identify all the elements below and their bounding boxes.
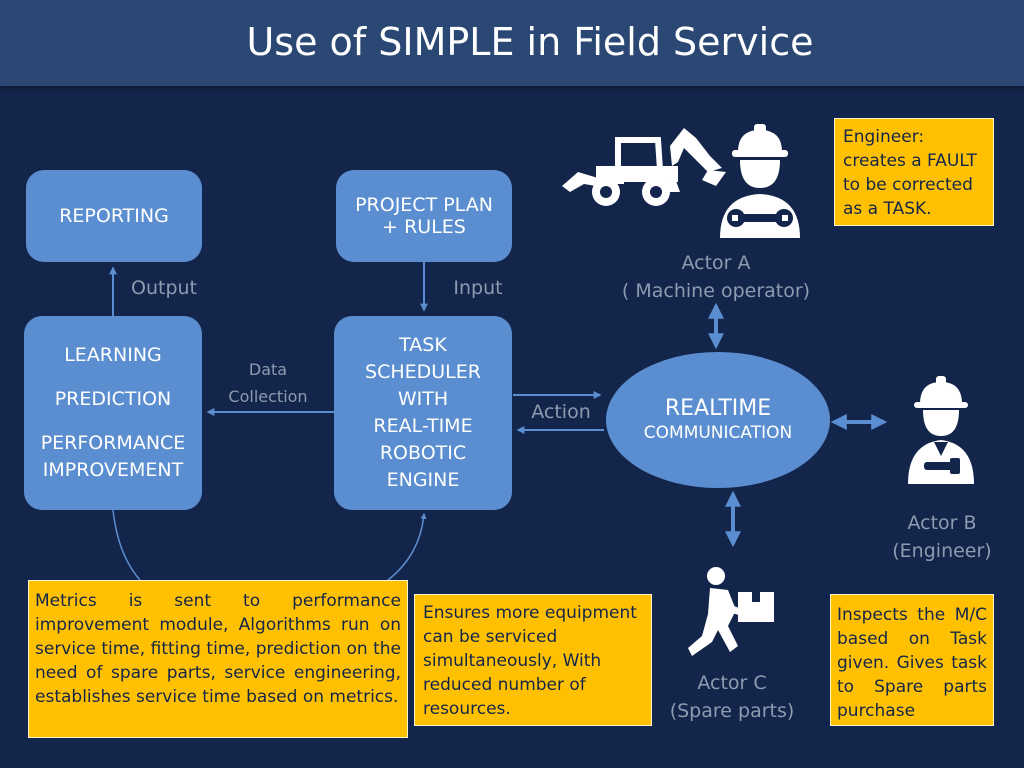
learning-label: LEARNING	[64, 344, 162, 366]
inspects-note-text: Inspects the M/C based on Task given. Gi…	[837, 605, 987, 721]
scheduler-line: SCHEDULER	[365, 361, 481, 383]
actor-c-name: Actor C	[697, 672, 767, 694]
actor-b-role: (Engineer)	[892, 540, 992, 562]
metrics-note: Metrics is sent to performance improveme…	[28, 580, 408, 738]
metrics-curve-right	[387, 512, 427, 581]
realtime-communication-node: REALTIME COMMUNICATION	[606, 352, 830, 488]
engineer-note-text: Engineer: creates a FAULT to be correcte…	[843, 127, 977, 219]
actor-a-label: Actor A ( Machine operator)	[600, 249, 832, 305]
performance-label-line2: IMPROVEMENT	[42, 459, 184, 481]
actor-b-label: Actor B (Engineer)	[880, 509, 1004, 565]
scheduler-line: ENGINE	[386, 469, 460, 491]
inspects-note: Inspects the M/C based on Task given. Gi…	[830, 594, 994, 726]
title-bar: Use of SIMPLE in Field Service	[0, 0, 1024, 86]
actor-b-name: Actor B	[907, 512, 977, 534]
actor-c-label: Actor C (Spare parts)	[656, 669, 808, 725]
realtime-label: REALTIME	[664, 396, 772, 421]
project-plan-box: PROJECT PLAN + RULES	[336, 170, 512, 262]
worker-hardhat-wrench-icon	[720, 124, 800, 238]
ensures-note: Ensures more equipment can be serviced s…	[414, 594, 652, 726]
ensures-note-text: Ensures more equipment can be serviced s…	[423, 603, 637, 719]
actor-a-name: Actor A	[681, 252, 751, 274]
output-label: Output	[131, 277, 197, 299]
engineer-hardhat-hammer-icon	[908, 376, 974, 484]
scheduler-line: REAL-TIME	[373, 415, 473, 437]
backhoe-loader-icon	[562, 128, 726, 206]
engineer-note: Engineer: creates a FAULT to be correcte…	[834, 118, 994, 226]
scheduler-line: WITH	[397, 388, 449, 410]
scheduler-line: TASK	[399, 334, 447, 356]
performance-label-line1: PERFORMANCE	[40, 432, 186, 454]
prediction-label: PREDICTION	[54, 388, 172, 410]
data-collection-line1: Data	[248, 360, 288, 379]
project-plan-line2: + RULES	[382, 216, 466, 238]
task-scheduler-box: TASK SCHEDULER WITH REAL-TIME ROBOTIC EN…	[334, 316, 512, 510]
learning-box: LEARNING PREDICTION PERFORMANCE IMPROVEM…	[24, 316, 202, 510]
metrics-curve-left	[112, 509, 141, 581]
reporting-label: REPORTING	[59, 205, 169, 227]
input-label: Input	[453, 277, 503, 299]
page-title: Use of SIMPLE in Field Service	[246, 20, 814, 64]
scheduler-line: ROBOTIC	[379, 442, 467, 464]
metrics-note-text: Metrics is sent to performance improveme…	[35, 591, 401, 707]
communication-label: COMMUNICATION	[643, 423, 793, 443]
data-collection-label: Data Collection	[212, 356, 324, 410]
data-collection-line2: Collection	[228, 387, 308, 406]
delivery-person-box-icon	[688, 567, 774, 656]
reporting-box: REPORTING	[26, 170, 202, 262]
project-plan-line1: PROJECT PLAN	[355, 194, 493, 216]
action-label: Action	[531, 401, 591, 423]
actor-a-role: ( Machine operator)	[621, 280, 811, 302]
actor-c-role: (Spare parts)	[669, 700, 795, 722]
